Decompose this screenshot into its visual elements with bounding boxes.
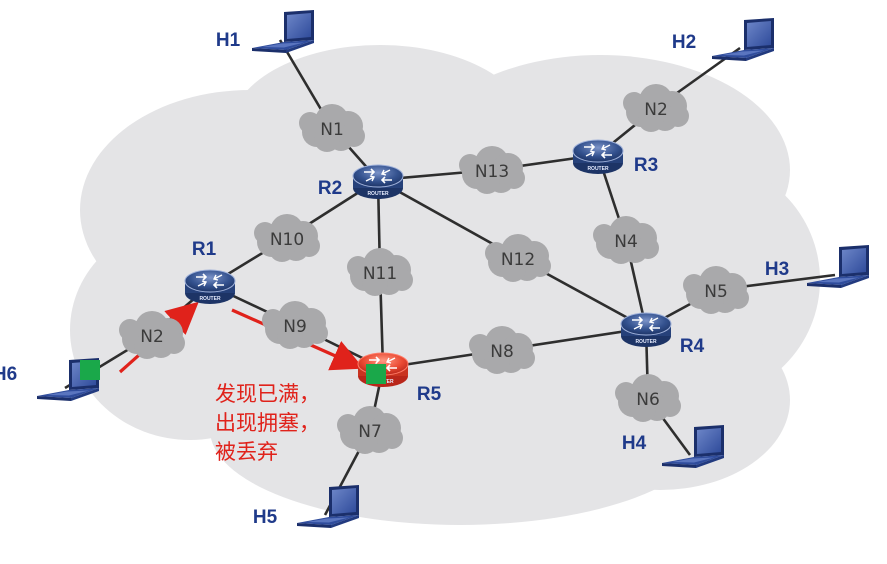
router-r1: ROUTER R1 <box>184 239 236 304</box>
host-label-h3: H3 <box>765 259 789 280</box>
packet-at-h6 <box>80 360 100 380</box>
router-label-r3: R3 <box>634 155 658 176</box>
network-label-n10: N10 <box>270 230 304 250</box>
network-label-n9: N9 <box>283 317 307 337</box>
router-label-r2: R2 <box>318 178 342 199</box>
annotation-line-3: 被丢弃 <box>215 440 278 464</box>
network-label-n13: N13 <box>475 162 509 182</box>
network-label-n7: N7 <box>358 422 382 442</box>
router-badge-r3: ROUTER <box>587 166 609 172</box>
annotation-line-1: 发现已满， <box>215 382 320 406</box>
network-label-n8: N8 <box>490 342 514 362</box>
network-label-n2b: N2 <box>644 100 668 120</box>
packet-at-r5 <box>366 364 386 384</box>
network-label-n11: N11 <box>363 264 397 284</box>
network-cloud-n12: N12 <box>485 234 551 282</box>
network-cloud-n2a: N2 <box>119 311 185 359</box>
router-badge-r4: ROUTER <box>635 339 657 345</box>
packets-layer <box>80 360 386 384</box>
network-label-n4: N4 <box>614 232 638 252</box>
background-cloud <box>70 45 820 525</box>
router-r2: ROUTER R2 <box>318 164 404 199</box>
router-label-r5: R5 <box>417 384 442 405</box>
host-laptop-h3: H3 <box>765 245 869 288</box>
host-label-h5: H5 <box>253 507 278 528</box>
network-label-n5: N5 <box>704 282 728 302</box>
annotation-line-2: 出现拥塞， <box>215 411 320 435</box>
congestion-annotation: 发现已满， 出现拥塞， 被丢弃 <box>215 382 320 464</box>
host-label-h4: H4 <box>622 433 647 454</box>
host-label-h6: H6 <box>0 364 17 385</box>
router-r3: ROUTER R3 <box>572 139 658 176</box>
network-cloud-n11: N11 <box>347 248 413 296</box>
router-r4: ROUTER R4 <box>620 312 705 357</box>
router-badge-r2: ROUTER <box>367 191 389 197</box>
host-laptop-h5: H5 <box>253 485 359 528</box>
router-badge-r1: ROUTER <box>199 296 221 302</box>
network-label-n2a: N2 <box>140 327 164 347</box>
network-cloud-n8: N8 <box>469 326 535 374</box>
host-laptop-h4: H4 <box>622 425 724 468</box>
network-cloud-n10: N10 <box>254 214 320 262</box>
network-label-n12: N12 <box>501 250 535 270</box>
router-label-r4: R4 <box>680 336 705 357</box>
network-cloud-n6: N6 <box>615 374 681 422</box>
routers-layer: ROUTERR1ROUTERR2ROUTERR3ROUTERR4ROUTERR5 <box>184 139 705 405</box>
network-cloud-n7: N7 <box>337 406 403 454</box>
host-laptop-h1: H1 <box>216 10 314 53</box>
network-cloud-n9: N9 <box>262 301 328 349</box>
network-cloud-n4: N4 <box>593 216 659 264</box>
host-label-h2: H2 <box>672 32 696 53</box>
network-cloud-n1: N1 <box>299 104 365 152</box>
network-cloud-n2b: N2 <box>623 84 689 132</box>
router-label-r1: R1 <box>192 239 217 260</box>
network-label-n1: N1 <box>320 120 344 140</box>
host-laptop-h2: H2 <box>672 18 774 61</box>
network-label-n6: N6 <box>636 390 660 410</box>
host-label-h1: H1 <box>216 30 241 51</box>
network-cloud-n13: N13 <box>459 146 525 194</box>
network-cloud-n5: N5 <box>683 266 749 314</box>
